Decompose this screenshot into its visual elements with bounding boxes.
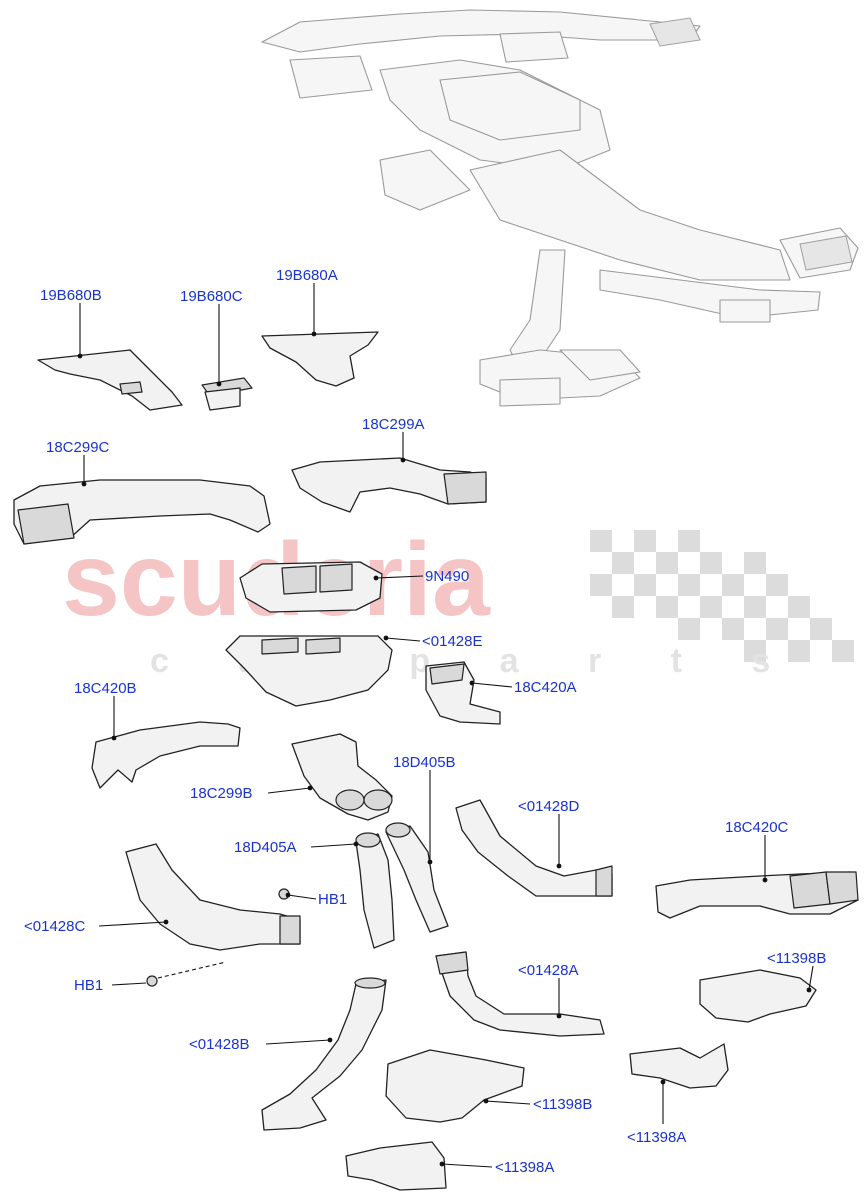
watermark: scuderia c a r p a r t s bbox=[62, 522, 854, 680]
part-19B680C bbox=[201, 377, 253, 411]
part-11398B-right bbox=[699, 969, 817, 1023]
part-9N490 bbox=[239, 561, 383, 613]
label-18C420B: 18C420B bbox=[74, 680, 137, 697]
label-18C299B: 18C299B bbox=[190, 785, 253, 802]
part-19B680B bbox=[37, 349, 183, 411]
label-01428D: <01428D bbox=[518, 798, 579, 815]
label-18C299A: 18C299A bbox=[362, 416, 425, 433]
part-11398A-bottom bbox=[345, 1141, 447, 1191]
label-19B680B: 19B680B bbox=[40, 287, 102, 304]
part-18C299C bbox=[13, 479, 271, 545]
part-01428A bbox=[435, 951, 605, 1037]
label-01428A: <01428A bbox=[518, 962, 578, 979]
part-18D405A bbox=[355, 832, 395, 949]
label-9N490: 9N490 bbox=[425, 568, 469, 585]
leader-lines bbox=[77, 283, 814, 1168]
watermark-checker-flag bbox=[590, 530, 854, 662]
part-18D405B bbox=[385, 822, 449, 933]
part-11398B-mid bbox=[385, 1049, 525, 1123]
label-11398B-right: <11398B bbox=[767, 950, 826, 967]
part-18C420C bbox=[655, 871, 859, 919]
label-11398A-right: <11398A bbox=[627, 1129, 686, 1146]
label-01428C: <01428C bbox=[24, 918, 85, 935]
callout-labels: 19B680B 19B680C 19B680A 18C299C 18C299A … bbox=[24, 267, 826, 1176]
part-11398A-right bbox=[629, 1043, 729, 1089]
label-18D405B: 18D405B bbox=[393, 754, 456, 771]
label-18C299C: 18C299C bbox=[46, 439, 110, 456]
part-18C420A bbox=[425, 661, 501, 725]
part-18C420B bbox=[91, 721, 241, 789]
label-18D405A: 18D405A bbox=[234, 839, 297, 856]
part-18C299B bbox=[291, 733, 393, 821]
label-11398B-mid: <11398B bbox=[533, 1096, 592, 1113]
part-18C299A bbox=[291, 457, 487, 513]
part-01428D bbox=[455, 799, 613, 897]
label-HB1-upper: HB1 bbox=[318, 891, 347, 908]
part-01428E bbox=[225, 635, 393, 707]
label-11398A-bottom: <11398A bbox=[495, 1159, 554, 1176]
label-19B680A: 19B680A bbox=[276, 267, 338, 284]
part-19B680A bbox=[261, 331, 379, 387]
part-01428B bbox=[261, 977, 387, 1131]
dashboard-assembly-illustration bbox=[261, 9, 859, 407]
label-18C420C: 18C420C bbox=[725, 819, 789, 836]
part-HB1-lower bbox=[146, 961, 227, 987]
label-01428B: <01428B bbox=[189, 1036, 249, 1053]
label-01428E: <01428E bbox=[422, 633, 482, 650]
label-HB1-lower: HB1 bbox=[74, 977, 103, 994]
part-01428C bbox=[125, 843, 301, 951]
label-19B680C: 19B680C bbox=[180, 288, 243, 305]
label-18C420A: 18C420A bbox=[514, 679, 577, 696]
